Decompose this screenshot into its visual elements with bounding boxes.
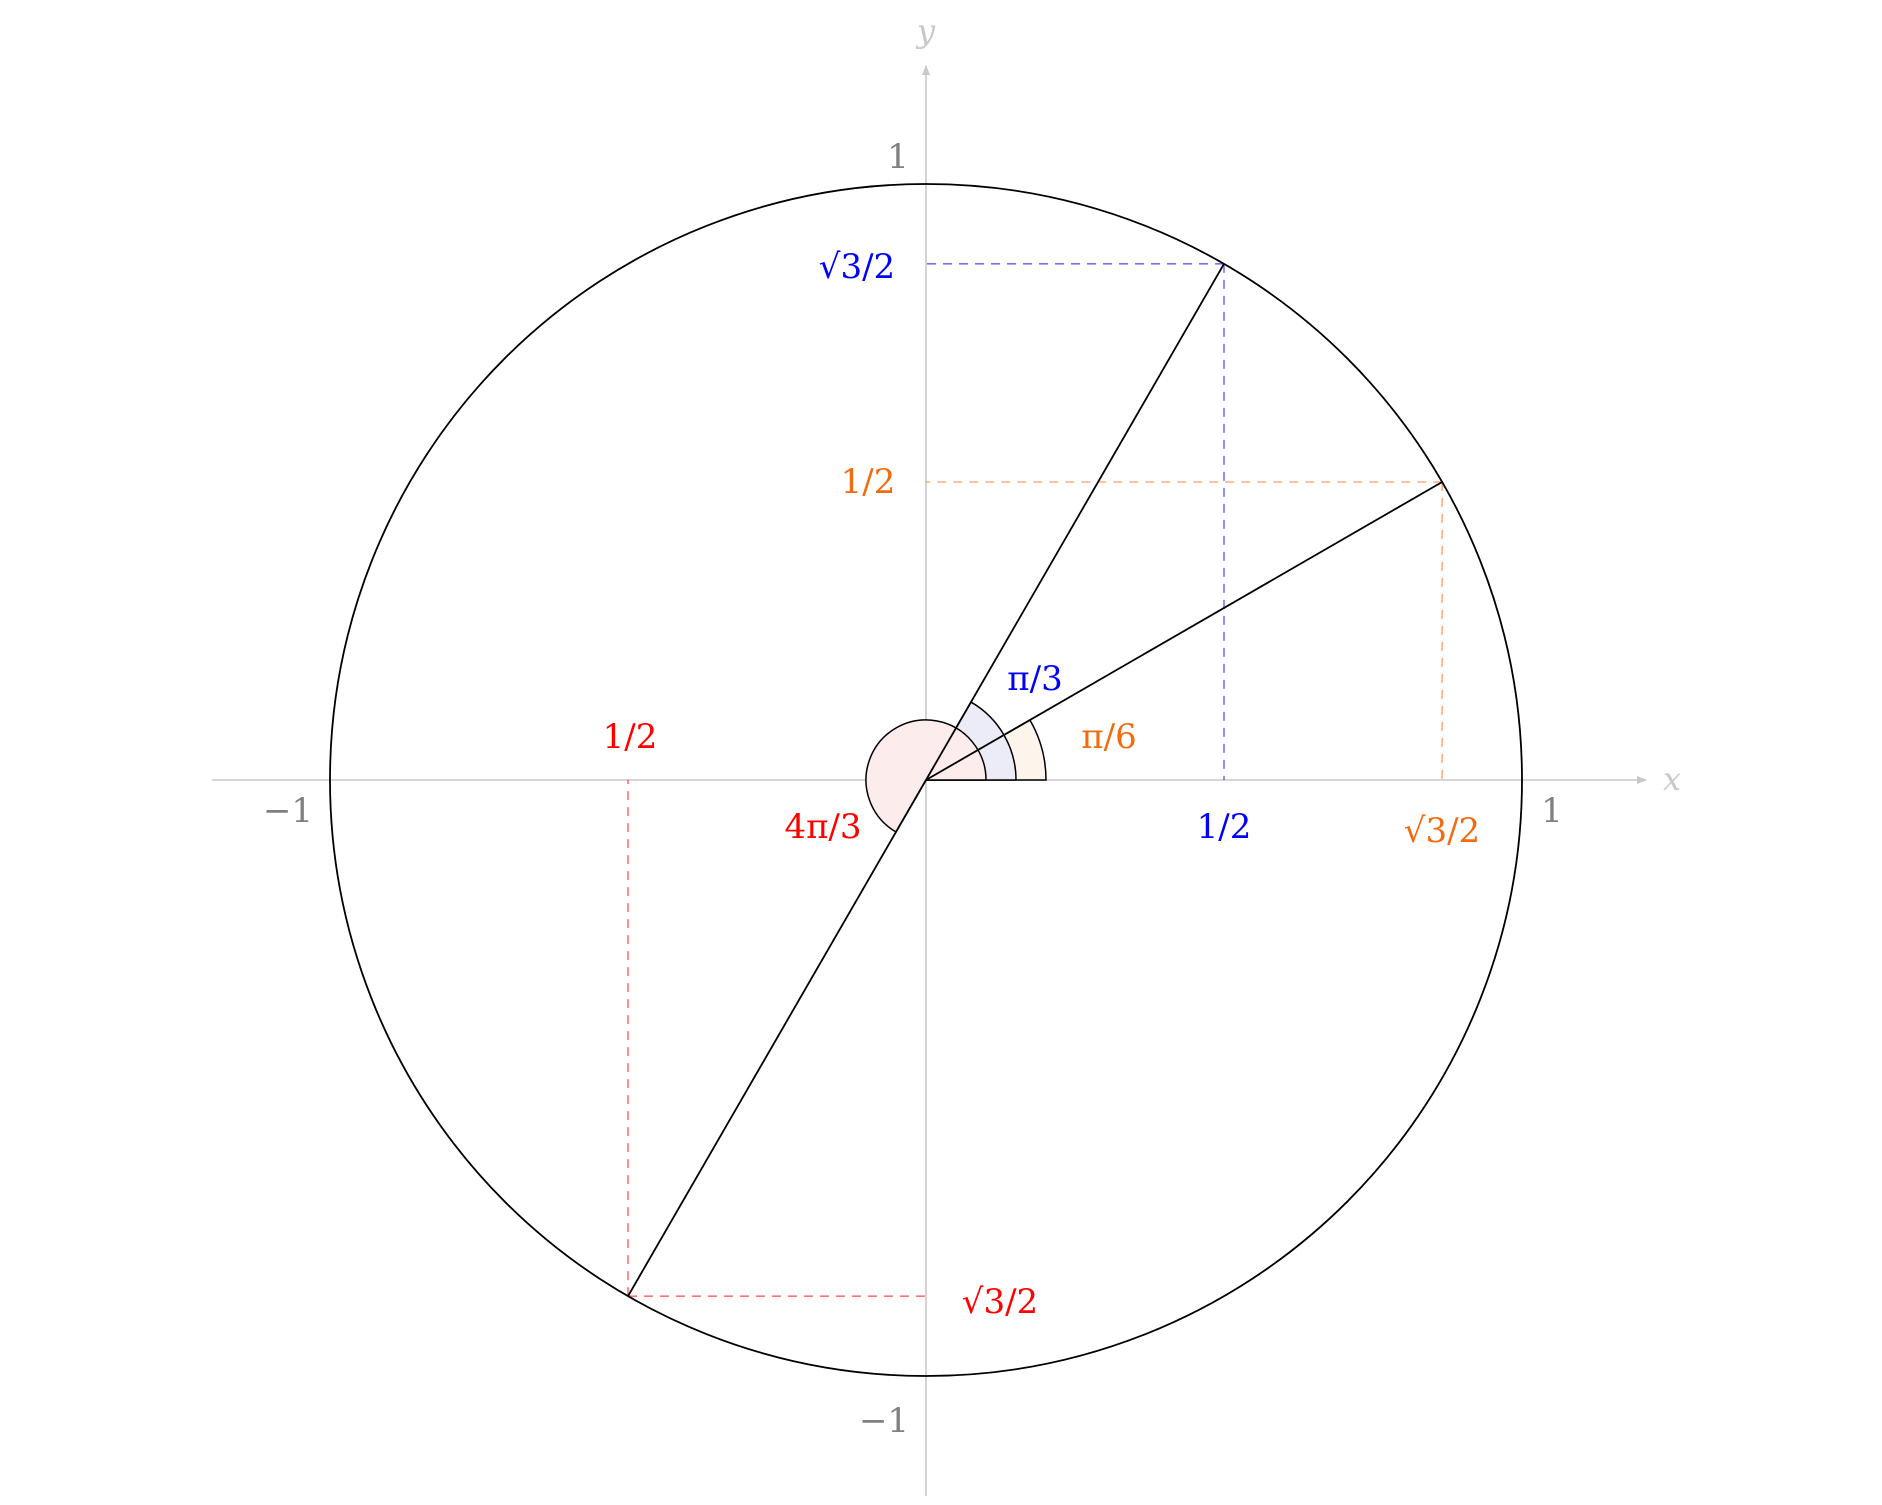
radius-rays (627, 263, 1443, 1297)
radius-ray-4pi3 (627, 779, 927, 1297)
sin-label-pi-3: √3/2 (819, 247, 895, 287)
cos-label-pi-3: 1/2 (1197, 807, 1252, 847)
x-axis-label: x (1663, 760, 1681, 798)
angle-label-pi-6: π/6 (1081, 717, 1136, 757)
radius-ray-pi6 (925, 481, 1443, 781)
y-tick-label-1: 1 (887, 137, 909, 177)
angle-label-pi-3: π/3 (1007, 659, 1062, 699)
cos-label-pi-6: √3/2 (1404, 811, 1480, 851)
angle-wedges (865, 701, 1047, 833)
radius-ray-pi3 (925, 263, 1225, 781)
x-tick-label-neg1: −1 (263, 791, 313, 831)
angle-label-4pi-3: 4π/3 (784, 807, 861, 847)
angle-wedge-4pi3 (865, 719, 987, 833)
cos-label-4pi-3: 1/2 (603, 717, 658, 757)
projection-lines (627, 263, 1443, 1297)
y-axis-label: y (915, 12, 936, 50)
unit-circle (329, 183, 1523, 1377)
y-tick-label-neg1: −1 (859, 1401, 909, 1441)
sin-label-pi-6: 1/2 (841, 462, 896, 502)
sin-label-4pi-3: √3/2 (962, 1282, 1038, 1322)
x-tick-label-1: 1 (1541, 791, 1563, 831)
